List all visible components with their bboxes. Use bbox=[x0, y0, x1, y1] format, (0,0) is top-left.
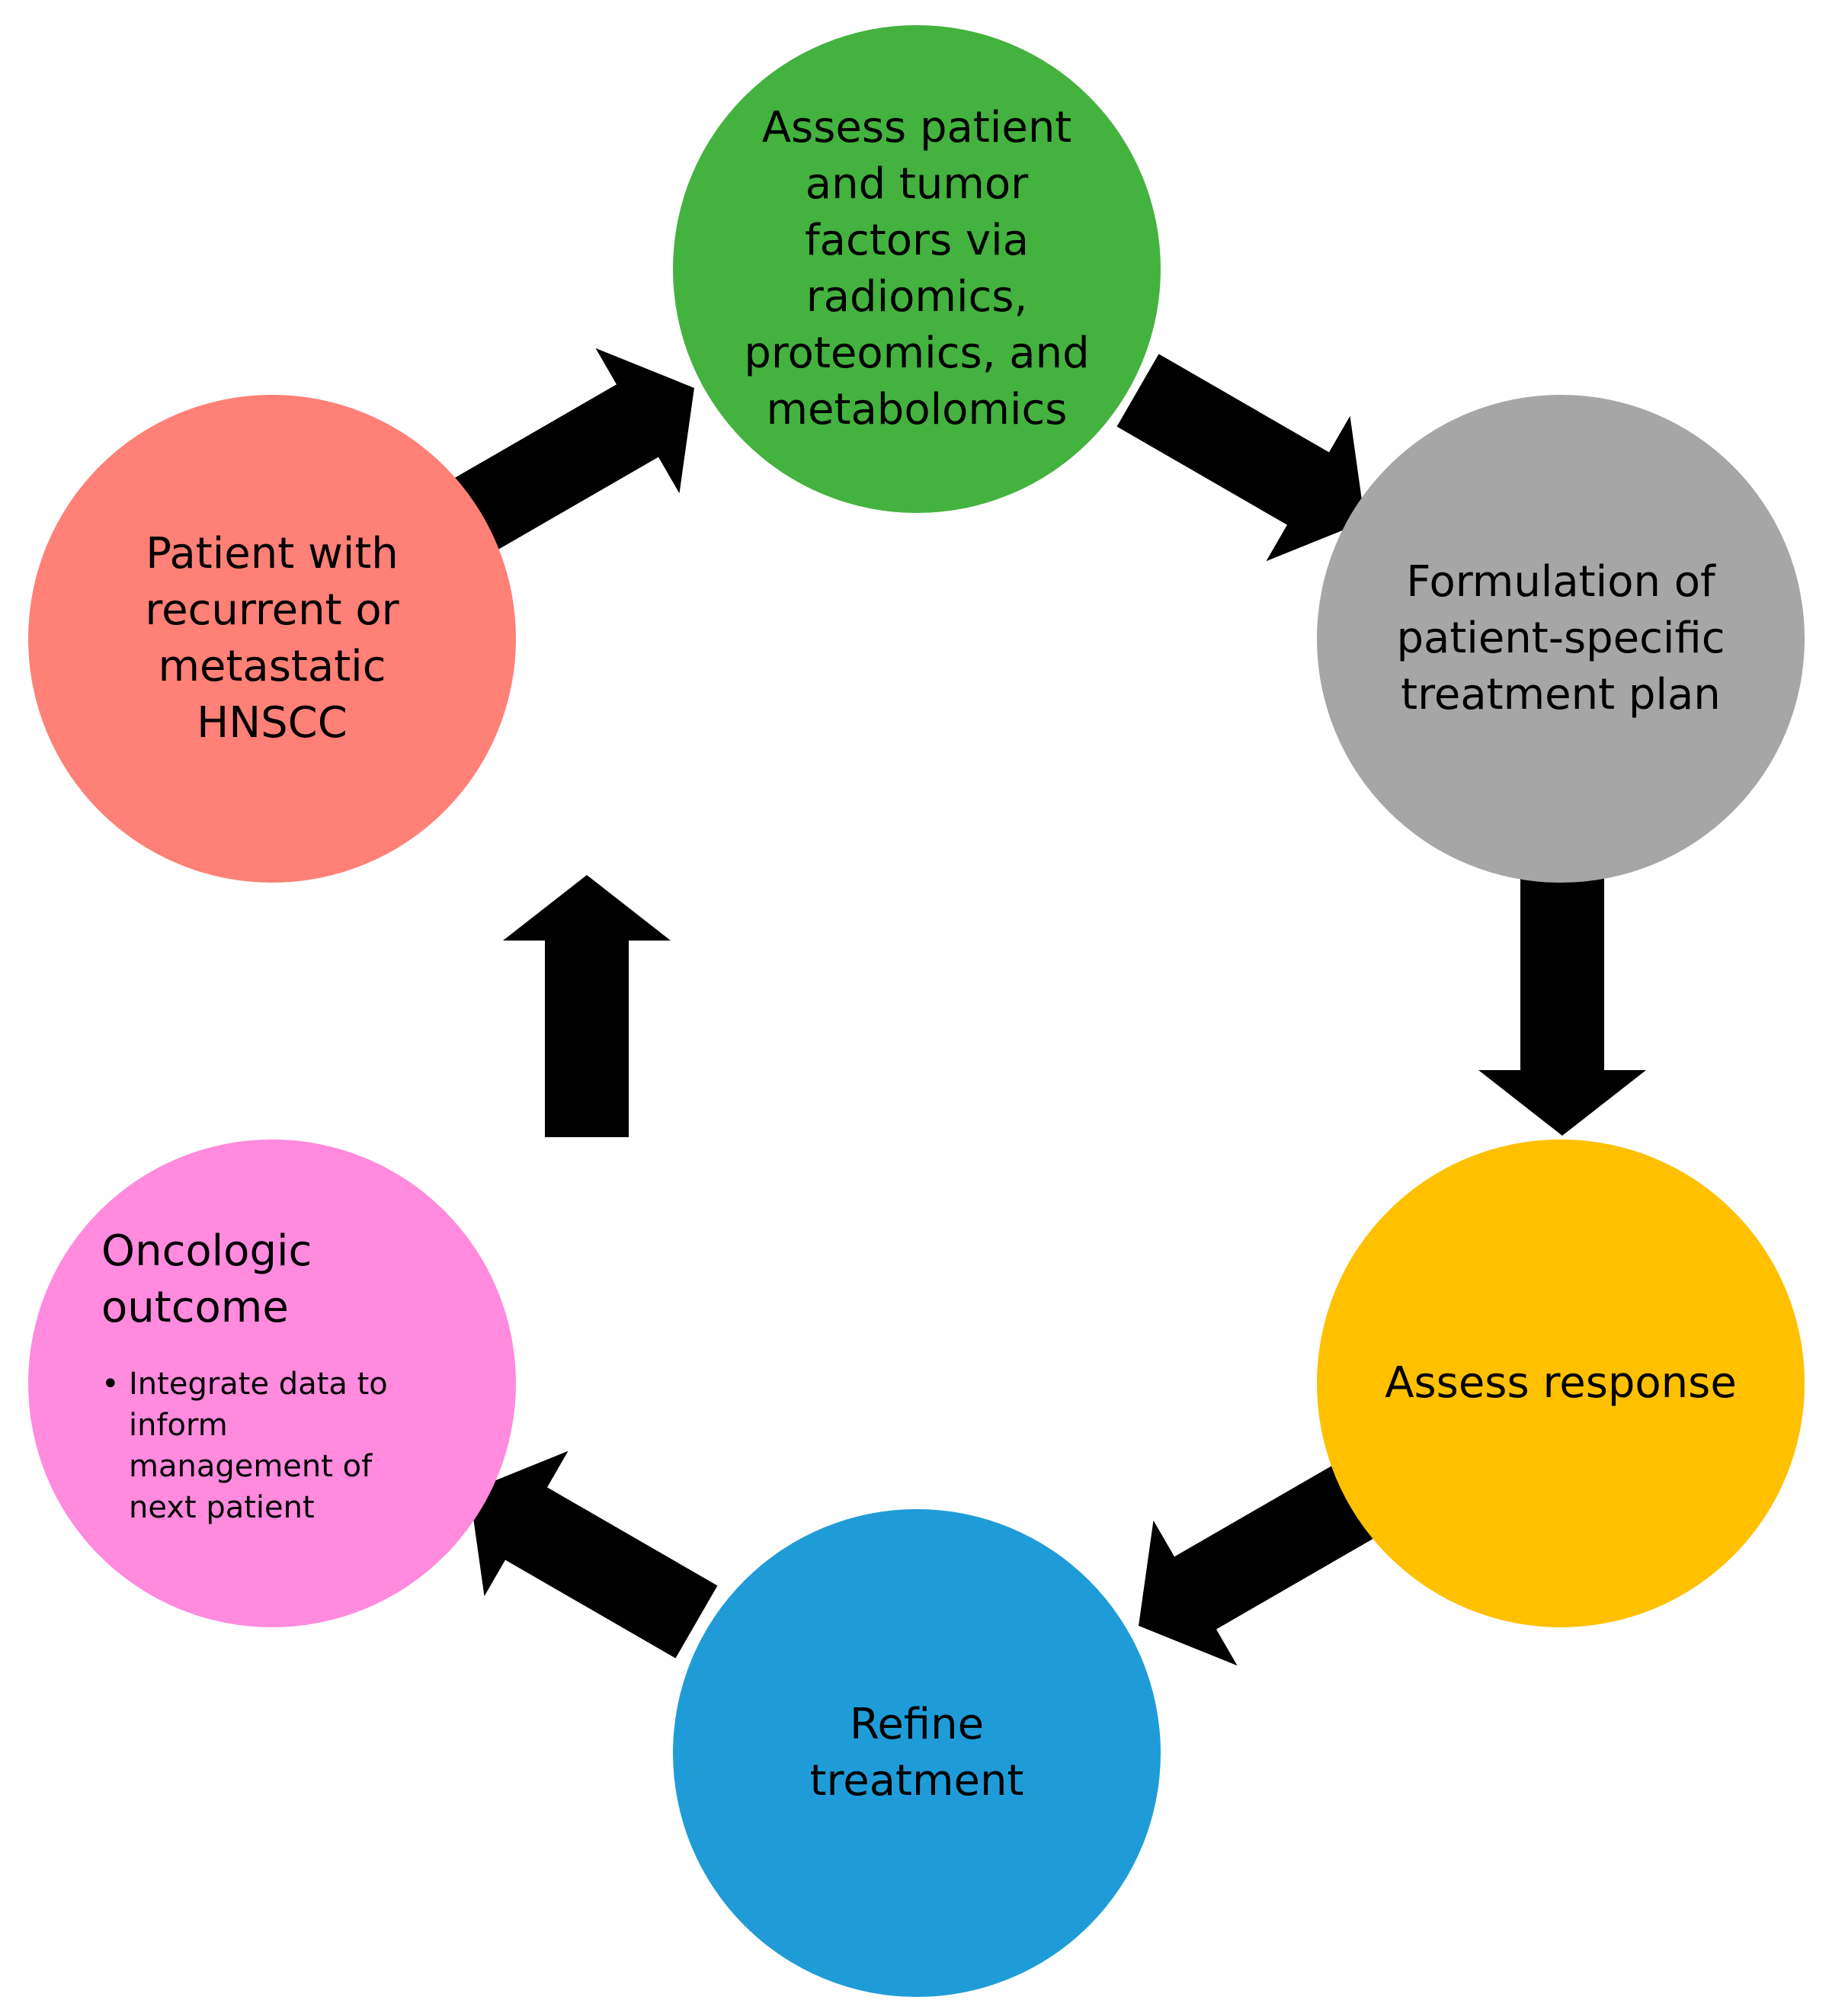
node-assess-response-label: Assess response bbox=[1385, 1358, 1737, 1408]
node-oncologic-outcome-label: Oncologic outcome bbox=[101, 1226, 312, 1332]
block-arrow-icon bbox=[1116, 354, 1365, 562]
node-assess-factors-label: Assess patient and tumor factors via rad… bbox=[744, 103, 1090, 434]
node-assess-factors: Assess patient and tumor factors via rad… bbox=[673, 25, 1161, 513]
block-arrow-icon bbox=[503, 875, 671, 1137]
outcome-bullet-list: Integrate data to inform management of n… bbox=[101, 1364, 388, 1528]
node-treatment-plan-label: Formulation of patient-specific treatmen… bbox=[1396, 557, 1725, 720]
block-arrow-icon bbox=[1139, 1458, 1387, 1666]
node-refine-treatment: Refine treatment bbox=[673, 1509, 1161, 1997]
block-arrow-icon bbox=[1478, 873, 1646, 1136]
node-patient-label: Patient with recurrent or metastatic HNS… bbox=[145, 529, 399, 748]
outcome-bullet-item: Integrate data to inform management of n… bbox=[101, 1364, 388, 1528]
node-treatment-plan: Formulation of patient-specific treatmen… bbox=[1317, 395, 1805, 883]
block-arrow-icon bbox=[469, 1450, 718, 1659]
block-arrow-icon bbox=[446, 348, 694, 556]
node-oncologic-outcome: Oncologic outcome Integrate data to info… bbox=[28, 1139, 516, 1627]
node-patient: Patient with recurrent or metastatic HNS… bbox=[28, 395, 516, 883]
node-assess-response: Assess response bbox=[1317, 1139, 1805, 1627]
node-refine-treatment-label: Refine treatment bbox=[809, 1700, 1024, 1806]
